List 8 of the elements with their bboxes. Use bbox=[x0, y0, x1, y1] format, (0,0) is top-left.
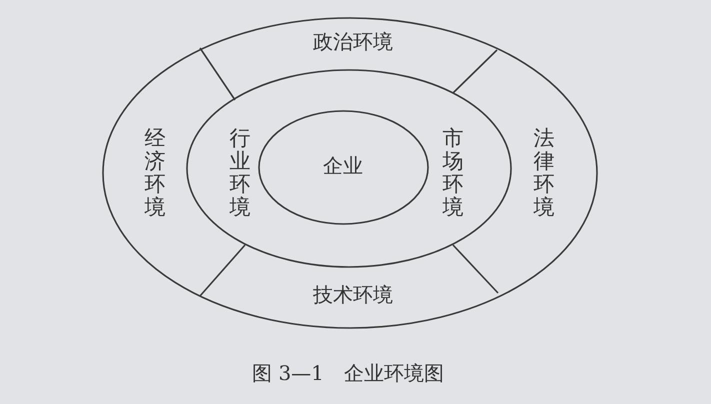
region-label: 政治环境 bbox=[313, 28, 393, 56]
region-label: 法律环境 bbox=[534, 126, 554, 220]
region-label: 市场环境 bbox=[442, 126, 464, 220]
center-label: 企业 bbox=[323, 152, 363, 180]
region-label: 行业环境 bbox=[230, 126, 250, 220]
figure-caption: 图 3—1 企业环境图 bbox=[252, 360, 444, 387]
region-label: 技术环境 bbox=[313, 282, 393, 308]
region-label: 经济环境 bbox=[144, 126, 166, 220]
